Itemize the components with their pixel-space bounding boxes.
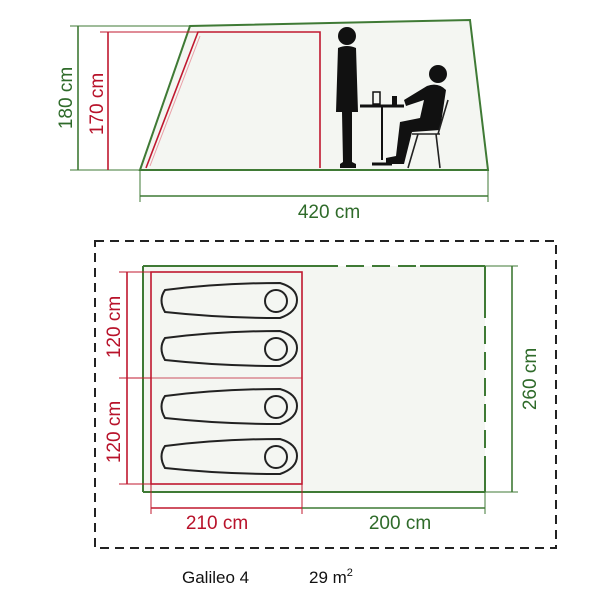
sleeping-bag-icon: [160, 387, 299, 426]
sleeping-bag-icon: [160, 281, 299, 320]
footprint-dashed-outline: [94, 240, 557, 549]
tent-width-label: 260 cm: [520, 348, 541, 410]
living-length-dimension: [302, 492, 486, 514]
height-180-dimension: [70, 25, 190, 171]
sleeping-bag-icon: [160, 437, 299, 476]
standing-person-icon: [336, 27, 358, 168]
length-420-dimension: [139, 170, 489, 202]
bedroom-upper-width-label: 120 cm: [104, 296, 125, 358]
height-170-dimension: [100, 31, 198, 170]
floor-area-exponent: 2: [347, 567, 353, 579]
living-length-label: 200 cm: [369, 513, 431, 534]
model-name: Galileo 4: [182, 568, 249, 587]
bedroom-length-label: 210 cm: [186, 513, 248, 534]
height-180-label: 180 cm: [56, 67, 77, 129]
floor-area-value: 29 m: [309, 568, 347, 587]
side-view: 180 cm 170 cm 420 cm: [56, 18, 490, 223]
chair-icon: [407, 99, 449, 169]
bedroom-width-dimension: [119, 271, 151, 485]
inner-room-edge: [149, 35, 201, 167]
tent-floor-outline: [142, 265, 486, 493]
floor-area: 29 m2: [309, 567, 353, 587]
height-170-label: 170 cm: [87, 73, 108, 135]
bedroom-length-dimension: [150, 484, 303, 514]
inner-room-outline: [145, 31, 321, 169]
bedroom-lower-width-label: 120 cm: [104, 401, 125, 463]
floor-plan: 120 cm 120 cm 260 cm 210 cm 200 cm: [94, 240, 557, 549]
sleeping-bag-icon: [160, 329, 299, 368]
tent-width-dimension: [485, 265, 518, 493]
seated-person-icon: [386, 65, 447, 164]
length-420-label: 420 cm: [298, 202, 360, 223]
